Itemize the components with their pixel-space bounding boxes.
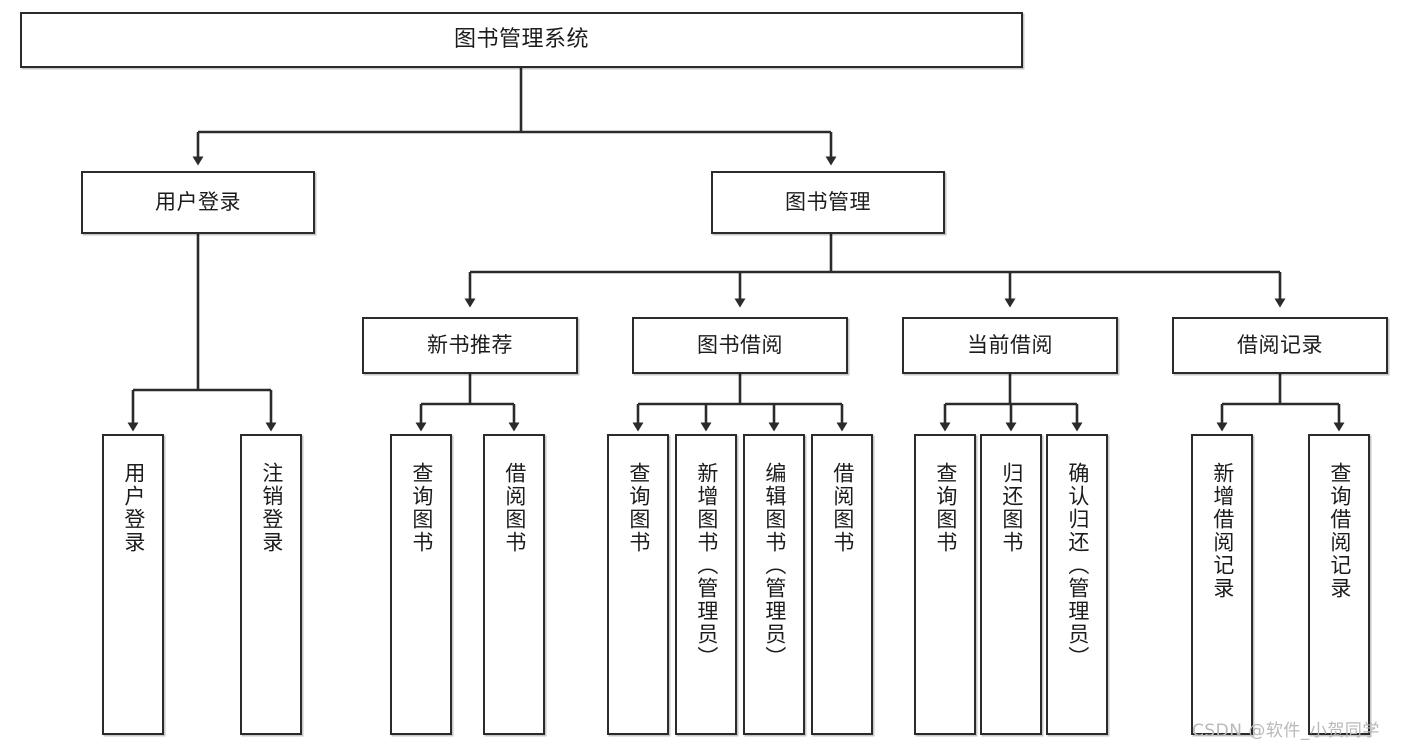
leaf-add-book-admin[interactable]: 新增图书（管理员） [675, 434, 737, 735]
node-label: 图书管理系统 [453, 27, 589, 53]
node-label: 当前借阅 [967, 333, 1053, 358]
node-borrow-record[interactable]: 借阅记录 [1172, 317, 1388, 374]
node-new-book-recommend[interactable]: 新书推荐 [362, 317, 578, 374]
node-label: 新增图书（管理员） [694, 462, 719, 669]
leaf-query-book-current[interactable]: 查询图书 [914, 434, 976, 735]
node-label: 查询图书 [409, 462, 434, 554]
node-label: 确认归还（管理员） [1065, 462, 1090, 669]
csdn-watermark: CSDN @软件_小贺同学 [1192, 721, 1380, 741]
leaf-edit-book-admin[interactable]: 编辑图书（管理员） [743, 434, 805, 735]
node-label: 新增借阅记录 [1210, 462, 1235, 600]
leaf-borrow-book[interactable]: 借阅图书 [811, 434, 873, 735]
node-label: 编辑图书（管理员） [762, 462, 787, 669]
node-book-management[interactable]: 图书管理 [711, 171, 945, 234]
node-user-login[interactable]: 用户登录 [81, 171, 315, 234]
leaf-add-borrow-record[interactable]: 新增借阅记录 [1191, 434, 1253, 735]
node-label: 归还图书 [999, 462, 1024, 554]
node-label: 查询图书 [933, 462, 958, 554]
leaf-user-logout[interactable]: 注销登录 [240, 434, 302, 735]
leaf-query-book-borrow[interactable]: 查询图书 [607, 434, 669, 735]
node-label: 查询图书 [626, 462, 651, 554]
node-current-borrow[interactable]: 当前借阅 [902, 317, 1118, 374]
leaf-query-book-recommend[interactable]: 查询图书 [390, 434, 452, 735]
node-label: 查询借阅记录 [1327, 462, 1352, 600]
node-root-book-management-system[interactable]: 图书管理系统 [20, 12, 1023, 68]
node-label: 图书借阅 [697, 333, 783, 358]
node-label: 图书管理 [785, 190, 871, 215]
leaf-user-login[interactable]: 用户登录 [102, 434, 164, 735]
leaf-confirm-return-admin[interactable]: 确认归还（管理员） [1046, 434, 1108, 735]
node-label: 用户登录 [121, 462, 146, 554]
node-label: 用户登录 [155, 190, 241, 215]
leaf-borrow-book-recommend[interactable]: 借阅图书 [483, 434, 545, 735]
node-label: 借阅图书 [830, 462, 855, 554]
node-label: 新书推荐 [427, 333, 513, 358]
node-label: 借阅图书 [502, 462, 527, 554]
node-label: 借阅记录 [1237, 333, 1323, 358]
leaf-query-borrow-record[interactable]: 查询借阅记录 [1308, 434, 1370, 735]
node-label: 注销登录 [259, 462, 284, 554]
leaf-return-book[interactable]: 归还图书 [980, 434, 1042, 735]
node-book-borrow[interactable]: 图书借阅 [632, 317, 848, 374]
